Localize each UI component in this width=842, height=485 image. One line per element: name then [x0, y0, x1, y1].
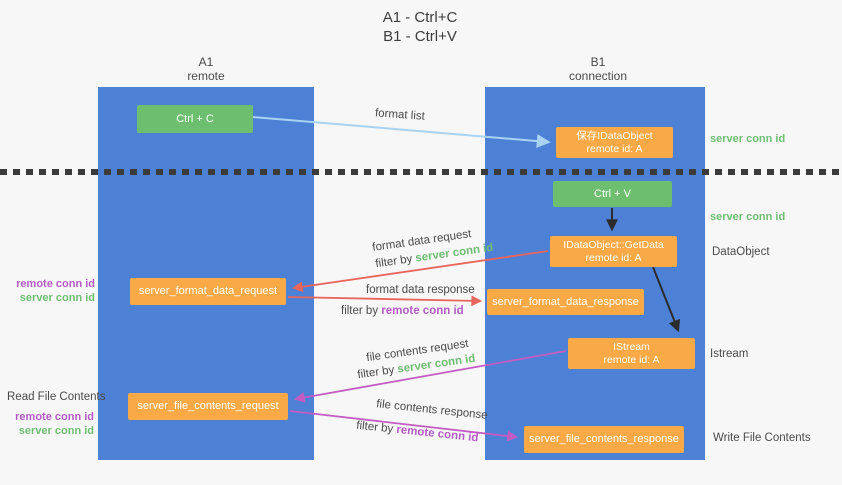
save-idataobject-remote-id: remote id: A [586, 142, 643, 155]
istream-box: IStream remote id: A [568, 338, 695, 369]
server-conn-id-text: server conn id [19, 292, 95, 304]
remote-conn-id-text: remote conn id [395, 423, 479, 445]
filter-by-text: filter by [341, 305, 382, 317]
server-file-contents-request-box: server_file_contents_request [128, 393, 288, 420]
arrow-format-data-response [287, 295, 483, 307]
title-line-ctrl-v: B1 - Ctrl+V [383, 28, 457, 45]
save-idataobject-box: 保存IDataObject remote id: A [556, 127, 673, 158]
filter-by-text: filter by [374, 252, 417, 271]
diagram-title: A1 - Ctrl+C B1 - Ctrl+V [300, 8, 540, 46]
format-list-label: format list [374, 107, 426, 123]
server-format-data-response-label: server_format_data_response [492, 295, 639, 308]
server-file-contents-request-label: server_file_contents_request [137, 400, 279, 412]
server-format-data-request-box: server_format_data_request [130, 278, 286, 305]
left-column-subtitle: remote [187, 69, 225, 83]
getdata-remote-id: remote id: A [585, 251, 642, 264]
conn-id-annotation-block-1: remote conn id server conn id [0, 277, 95, 305]
remote-conn-id-text: remote conn id [381, 305, 464, 317]
filter-by-remote-conn-id-label-1: filter by remote conn id [341, 305, 464, 317]
server-file-contents-response-box: server_file_contents_response [524, 426, 684, 453]
right-column-name: B1 [590, 55, 606, 69]
read-file-contents-annotation: Read File Contents [7, 391, 106, 403]
filter-by-text: filter by [355, 419, 398, 436]
istream-remote-id: remote id: A [603, 353, 660, 366]
title-line-ctrl-c: A1 - Ctrl+C [382, 9, 458, 26]
ctrl-v-box: Ctrl + V [553, 181, 672, 207]
remote-conn-id-text: remote conn id [16, 278, 95, 290]
ctrl-v-label: Ctrl + V [594, 187, 631, 200]
server-conn-id-text: server conn id [18, 425, 94, 437]
session-divider-dashed-line [0, 169, 842, 175]
format-data-response-label: format data response [366, 284, 475, 296]
server-format-data-response-box: server_format_data_response [487, 289, 644, 315]
filter-by-text: filter by [356, 363, 399, 382]
write-file-contents-annotation: Write File Contents [713, 432, 811, 444]
istream-annotation: Istream [710, 348, 749, 360]
idataobject-getdata-box: IDataObject::GetData remote id: A [550, 236, 677, 267]
dataobject-annotation: DataObject [712, 246, 770, 258]
left-column-header: A1 remote [126, 55, 286, 83]
ctrl-c-box: Ctrl + C [137, 105, 253, 133]
right-column-header: B1 connection [518, 55, 678, 83]
right-column-subtitle: connection [568, 69, 628, 83]
server-conn-id-right-top: server conn id [710, 133, 786, 145]
filter-by-remote-conn-id-label-2: filter by remote conn id [356, 420, 479, 445]
remote-conn-id-text: remote conn id [15, 411, 94, 423]
istream-title: IStream [613, 340, 650, 353]
server-format-data-request-label: server_format_data_request [138, 285, 278, 297]
file-contents-response-label: file contents response [375, 398, 489, 422]
save-idataobject-title: 保存IDataObject [576, 129, 653, 142]
getdata-title: IDataObject::GetData [563, 238, 664, 251]
conn-id-annotation-block-2: remote conn id server conn id [0, 410, 94, 438]
server-file-contents-response-label: server_file_contents_response [529, 433, 679, 445]
server-conn-id-right-mid: server conn id [710, 211, 786, 223]
left-column-name: A1 [198, 55, 214, 69]
ctrl-c-label: Ctrl + C [176, 112, 214, 125]
